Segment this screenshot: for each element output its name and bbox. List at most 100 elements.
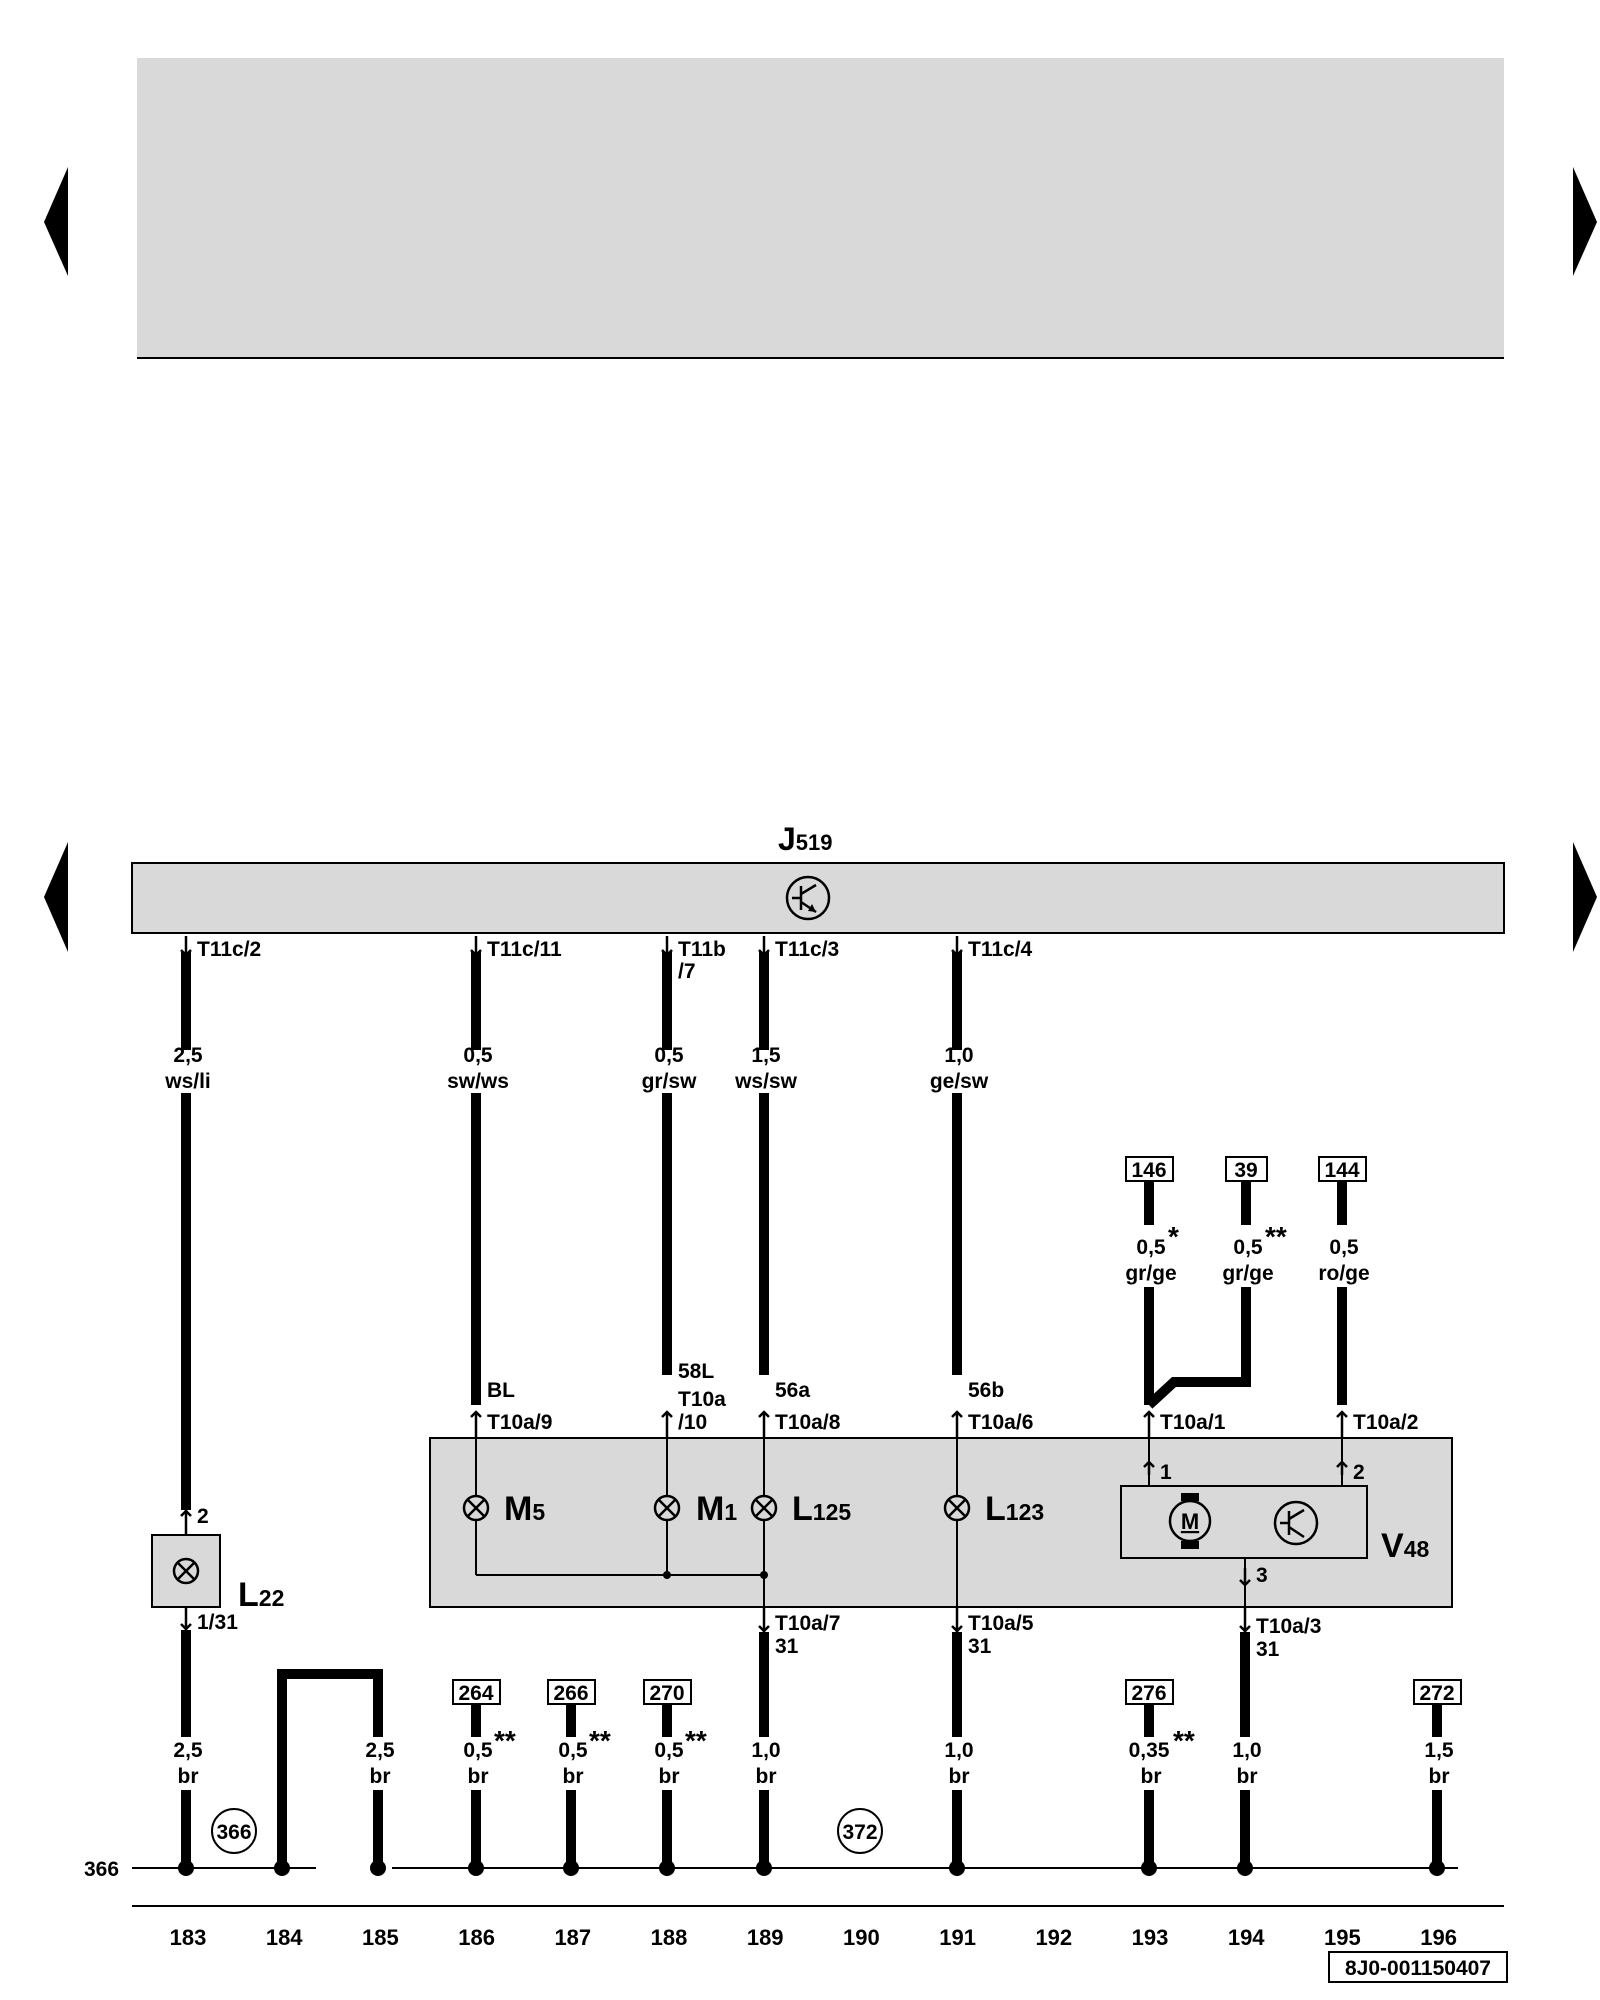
transistor-icon (785, 875, 831, 921)
column-number: 187 (554, 1925, 591, 1950)
wire-189-color: ws/sw (734, 1070, 798, 1093)
pin-t10a-10: /10 (678, 1411, 707, 1434)
wire-193-gauge: 0,35 (1129, 1739, 1170, 1762)
doc-id: 8J0-001150407 (1345, 1957, 1491, 1980)
component-l123-label: L123 (985, 1490, 1044, 1528)
module-pins: T10a/9 T10a /10 T10a/8 T10a/6 T10a/1 T10… (470, 1388, 1418, 1438)
wire-183-color: ws/li (164, 1070, 211, 1093)
pin-t10a-3: T10a/3 (1256, 1615, 1321, 1638)
ground-label-366: 366 (84, 1858, 119, 1881)
top-panel (137, 58, 1504, 358)
wire-189-b-gauge: 1,0 (751, 1739, 780, 1762)
column-number: 184 (266, 1925, 303, 1950)
lamp-icon (653, 1494, 681, 1522)
ref-272: 272 (1419, 1682, 1454, 1705)
column-number: 194 (1228, 1925, 1265, 1950)
column-number: 186 (458, 1925, 495, 1950)
v48-pin-3: 3 (1256, 1564, 1268, 1587)
wire-191-b-gauge: 1,0 (944, 1739, 973, 1762)
lower-pins: T10a/7 31 T10a/5 31 T10a/3 31 (758, 1607, 1321, 1661)
wire-187-color: br (563, 1765, 584, 1788)
wire-186-b-color: br (468, 1765, 489, 1788)
motor-symbol: M (1181, 1509, 1199, 1534)
prev-page-arrow-icon[interactable] (44, 167, 68, 276)
motor-icon: M (1168, 1493, 1212, 1549)
pin-t10a-6: T10a/6 (968, 1411, 1033, 1434)
feed-144-ref: 144 (1324, 1159, 1359, 1182)
wire-191-color: ge/sw (930, 1070, 989, 1093)
terminal-56a: 56a (775, 1379, 810, 1402)
feed-39-gauge: 0,5 (1233, 1236, 1263, 1259)
wire-191-b-color: br (949, 1765, 970, 1788)
lamp-icon (750, 1494, 778, 1522)
wire-194-color: br (1237, 1765, 1258, 1788)
column-number: 188 (651, 1925, 688, 1950)
wire-189-b-color: br (756, 1765, 777, 1788)
next-section-arrow-icon[interactable] (1573, 842, 1597, 952)
pin-t10a-5-term: 31 (968, 1635, 992, 1658)
terminal-labels: BL 58L 56a 56b (487, 1360, 1004, 1402)
lamp-icons (462, 1494, 971, 1522)
wire-187-gauge: 0,5 (558, 1739, 588, 1762)
l22-pin-1-31: 1/31 (197, 1611, 238, 1634)
lamp-icon (172, 1557, 200, 1585)
ground-markers: 366 372 (211, 1808, 883, 1854)
wire-183-gauge: 2,5 (173, 1044, 203, 1067)
top-pins: T11c/2 T11c/11 T11b /7 T11c/3 T11c/4 (180, 936, 1033, 983)
feed-144-color: ro/ge (1318, 1262, 1369, 1285)
column-number: 190 (843, 1925, 880, 1950)
column-number: 191 (939, 1925, 976, 1950)
component-m1-label: M1 (696, 1490, 737, 1528)
lower-wire-marks: ** ** ** ** (494, 1725, 1195, 1756)
feed-144-gauge: 0,5 (1329, 1236, 1359, 1259)
column-number: 196 (1420, 1925, 1457, 1950)
wire-187-mark: ** (589, 1725, 611, 1756)
v48-pin-1: 1 (1160, 1461, 1172, 1484)
feed-refs: 146 39 144 0,5 * gr/ge 0,5 ** gr/ge 0,5 … (1125, 1156, 1370, 1285)
wire-189-gauge: 1,5 (751, 1044, 781, 1067)
lamp-icon (462, 1494, 490, 1522)
pin-t10a-2: T10a/2 (1353, 1411, 1418, 1434)
lamp-icon (943, 1494, 971, 1522)
wire-bridge-184-185 (277, 1669, 383, 1868)
wire-185-gauge: 2,5 (365, 1739, 395, 1762)
pin-t10a-5: T10a/5 (968, 1612, 1034, 1635)
pin-t10a-7-term: 31 (775, 1635, 799, 1658)
wire-186-color: sw/ws (447, 1070, 509, 1093)
lamp-l22: 2 1/31 L22 (151, 1505, 284, 1634)
feed-39-lower (1145, 1287, 1251, 1409)
pin-t10a-7: T10a/7 (775, 1612, 840, 1635)
j519-body (131, 862, 1505, 934)
wire-185-color: br (370, 1765, 391, 1788)
lower-wires (181, 1630, 1442, 1868)
pin-t11b-7: /7 (678, 960, 696, 983)
transistor-icon (1273, 1500, 1319, 1546)
component-l125-label: L125 (792, 1490, 851, 1528)
prev-section-arrow-icon[interactable] (44, 842, 68, 952)
feed-146-ref: 146 (1131, 1159, 1166, 1182)
wire-193-color: br (1141, 1765, 1162, 1788)
wire-196-gauge: 1,5 (1424, 1739, 1454, 1762)
wire-183-b-gauge: 2,5 (173, 1739, 203, 1762)
control-unit-j519: J519 (131, 821, 1505, 934)
column-number: 189 (747, 1925, 784, 1950)
wire-193-mark: ** (1173, 1725, 1195, 1756)
ref-264: 264 (458, 1682, 493, 1705)
wire-183-b-color: br (178, 1765, 199, 1788)
next-page-arrow-icon[interactable] (1573, 167, 1597, 276)
pin-t10a-3-term: 31 (1256, 1638, 1280, 1661)
pin-t10a-1: T10a/1 (1160, 1411, 1226, 1434)
feed-146-mark: * (1168, 1221, 1179, 1252)
column-number: 192 (1035, 1925, 1072, 1950)
actuator-v48: 1 2 3 M V48 (1120, 1460, 1429, 1587)
feed-146-color: gr/ge (1125, 1262, 1176, 1285)
pin-t11c-2: T11c/2 (197, 938, 261, 961)
terminal-58l: 58L (678, 1360, 714, 1383)
wire-188-b-color: br (659, 1765, 680, 1788)
ground-bus: 366 (84, 1858, 1458, 1881)
pin-t11c-3: T11c/3 (775, 938, 839, 961)
pin-t10a-9: T10a/9 (487, 1411, 552, 1434)
ground-circle-366: 366 (216, 1821, 251, 1844)
